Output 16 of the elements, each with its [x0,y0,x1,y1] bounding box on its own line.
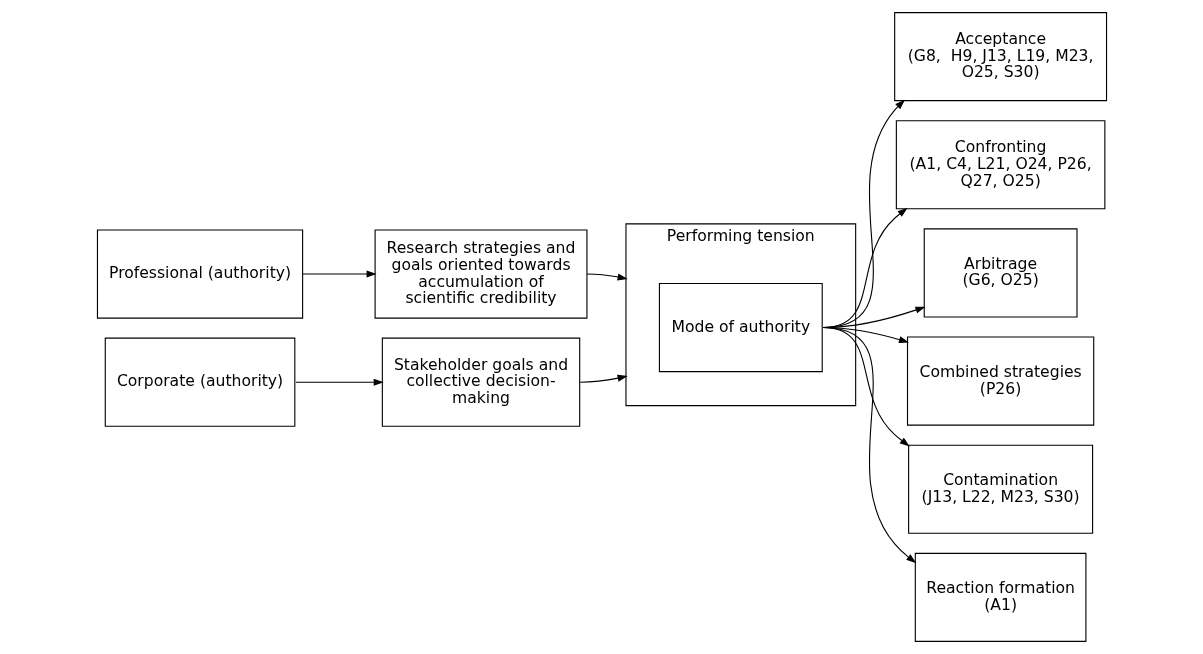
node-box: Confronting (A1, C4, L21, O24, P26, Q27, O25) [895,120,1105,210]
node-box: Mode of authority [658,282,823,373]
node-box: Acceptance (G8, H9, J13, L19, M23, O25, S30) [893,12,1107,102]
arrow [585,273,628,281]
arrow [579,374,628,383]
arrow [294,378,384,386]
node-box: Stakeholder goals and collective decision-making [381,337,580,427]
arrow [822,327,916,564]
node-box: Arbitrage (G6, O25) [923,228,1078,318]
node-box: Contamination (J13, L22, M23, S30) [907,444,1093,534]
node-box: Corporate (authority) [104,337,295,427]
node-box: Research strategies and goals oriented towards accumulation of scientific credibility [374,229,587,319]
arrow [301,270,377,278]
node-box: Combined strategies (P26) [906,336,1094,426]
node-box: Professional (authority) [96,229,303,319]
node-box: Reaction formation (A1) [914,552,1086,642]
